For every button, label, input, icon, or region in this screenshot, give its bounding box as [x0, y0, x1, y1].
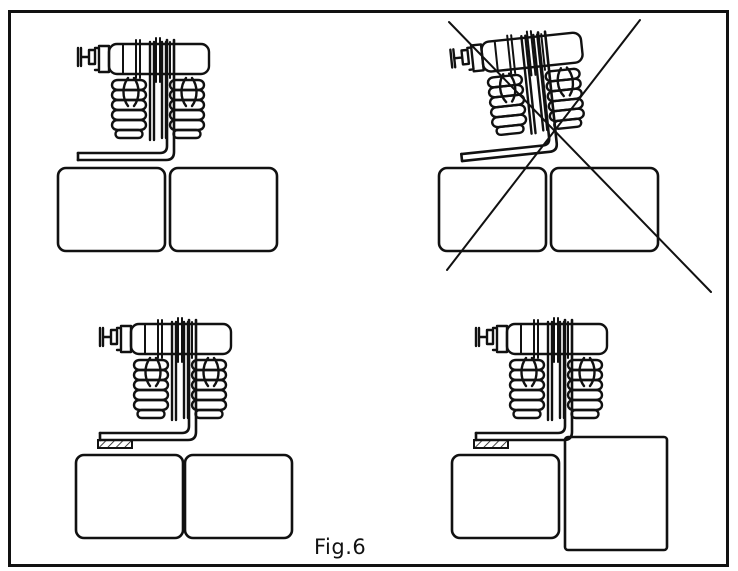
panel-bottom-right — [450, 316, 669, 552]
shim — [473, 439, 509, 449]
figure-caption: Fig.6 — [314, 535, 367, 559]
panel-bottom-left — [74, 316, 294, 540]
shim — [97, 439, 133, 449]
figure-frame — [8, 10, 729, 567]
cross-out-mark — [446, 19, 712, 293]
panel-top-left — [56, 36, 279, 253]
